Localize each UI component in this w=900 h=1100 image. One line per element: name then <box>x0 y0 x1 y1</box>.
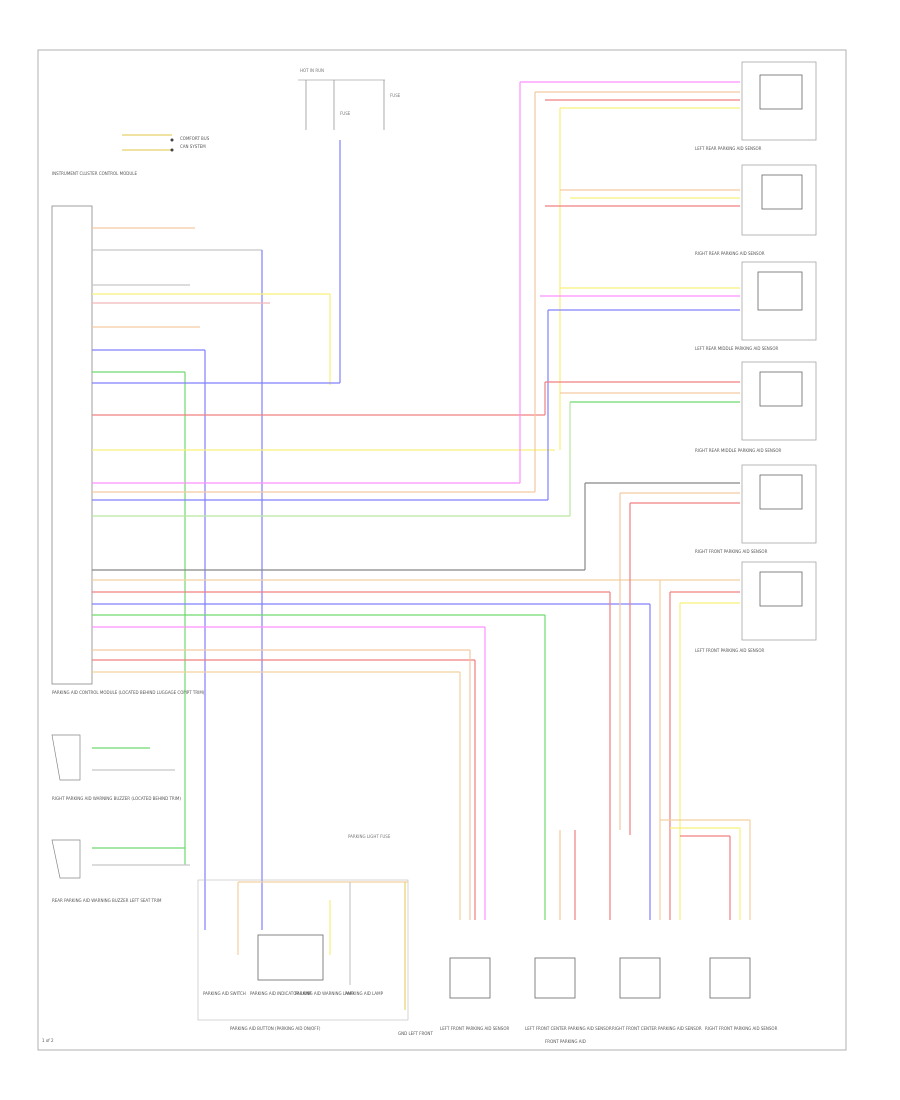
right-sensor-label-2: RIGHT REAR PARKING AID SENSOR <box>695 251 765 256</box>
bottom-fuse-label: PARKING LIGHT FUSE <box>348 834 391 839</box>
page-number: 1 of 2 <box>42 1038 54 1043</box>
top-splice-line-2: CAN SYSTEM <box>180 144 206 149</box>
right-sensor-label-4: RIGHT REAR MIDDLE PARKING AID SENSOR <box>695 448 782 453</box>
bottom-group-label: PARKING AID BUTTON (PARKING AID ON/OFF) <box>230 1026 321 1031</box>
right-sensor-5: RIGHT FRONT PARKING AID SENSOR <box>695 464 817 554</box>
left-component-label-1: RIGHT PARKING AID WARNING BUZZER (LOCATE… <box>52 796 181 801</box>
right-sensor-2: RIGHT REAR PARKING AID SENSOR <box>695 164 817 256</box>
bottom-sensor-1: LEFT FRONT PARKING AID SENSOR <box>440 957 509 1031</box>
right-sensor-4: RIGHT REAR MIDDLE PARKING AID SENSOR <box>695 361 817 453</box>
bottom-component-2: PARKING AID INDICATOR LAMP <box>250 991 312 996</box>
right-sensor-6: LEFT FRONT PARKING AID SENSOR <box>695 561 817 653</box>
top-left-splice: COMFORT BUS CAN SYSTEM INSTRUMENT CLUSTE… <box>52 134 210 176</box>
bottom-component-4: PARKING AID LAMP <box>345 991 384 996</box>
bottom-sensor-label-2: LEFT FRONT CENTER PARKING AID SENSOR <box>525 1026 612 1031</box>
bottom-sensor-2: LEFT FRONT CENTER PARKING AID SENSOR <box>525 957 612 1031</box>
page-frame <box>37 49 847 1051</box>
right-sensor-label-6: LEFT FRONT PARKING AID SENSOR <box>695 648 764 653</box>
fuse-label-left: FUSE <box>340 111 351 116</box>
bottom-right-label: FRONT PARKING AID <box>545 1039 586 1044</box>
fuse-label-right: FUSE <box>390 93 401 98</box>
bottom-ground-label: GND LEFT FRONT <box>398 1031 433 1036</box>
top-splice-line-1: COMFORT BUS <box>180 136 210 141</box>
bottom-component-1: PARKING AID SWITCH <box>203 991 246 996</box>
fuse-block-label: HOT IN RUN <box>300 68 324 73</box>
bottom-sensor-3: RIGHT FRONT CENTER PARKING AID SENSOR <box>612 957 702 1031</box>
right-sensor-label-1: LEFT REAR PARKING AID SENSOR <box>695 146 762 151</box>
bottom-sensor-label-4: RIGHT FRONT PARKING AID SENSOR <box>705 1026 778 1031</box>
bottom-sensor-label-1: LEFT FRONT PARKING AID SENSOR <box>440 1026 509 1031</box>
module-wires <box>92 82 660 930</box>
right-sensor-label-5: RIGHT FRONT PARKING AID SENSOR <box>695 549 768 554</box>
bottom-component-3: PARKING AID WARNING LAMP <box>295 991 354 996</box>
left-component-1: RIGHT PARKING AID WARNING BUZZER (LOCATE… <box>51 734 181 801</box>
left-component-label-2: REAR PARKING AID WARNING BUZZER LEFT SEA… <box>52 898 162 903</box>
cluster-label: INSTRUMENT CLUSTER CONTROL MODULE <box>52 171 137 176</box>
fuse-block: HOT IN RUN FUSE FUSE <box>298 68 401 130</box>
bottom-sensor-4: RIGHT FRONT PARKING AID SENSOR <box>705 957 778 1031</box>
right-feeds <box>459 81 751 920</box>
right-sensor-label-3: LEFT REAR MIDDLE PARKING AID SENSOR <box>695 346 778 351</box>
control-module <box>51 205 93 685</box>
right-sensor-3: LEFT REAR MIDDLE PARKING AID SENSOR <box>695 261 817 351</box>
right-sensor-1: LEFT REAR PARKING AID SENSOR <box>695 61 817 151</box>
control-module-label: PARKING AID CONTROL MODULE (LOCATED BEHI… <box>52 690 205 695</box>
left-component-2: REAR PARKING AID WARNING BUZZER LEFT SEA… <box>51 839 190 903</box>
parking-switch-group: PARKING LIGHT FUSE PARKING AID SWITCH PA… <box>197 834 433 1036</box>
bottom-sensor-label-3: RIGHT FRONT CENTER PARKING AID SENSOR <box>612 1026 702 1031</box>
